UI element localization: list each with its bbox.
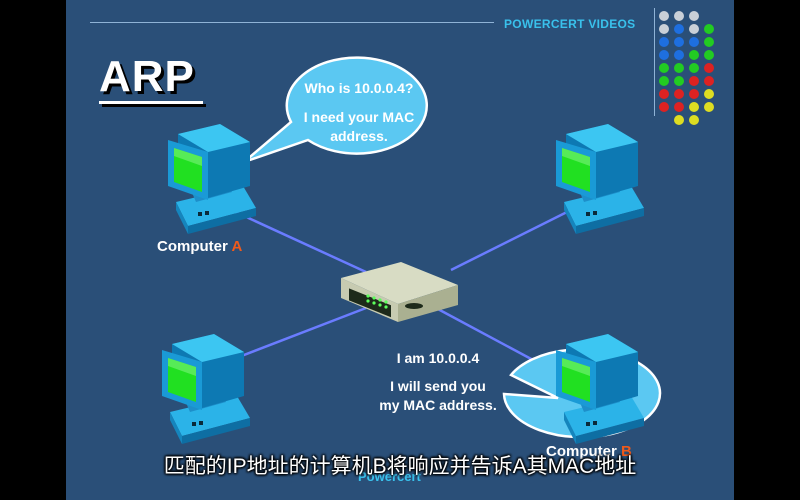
speech-bubble-a <box>243 56 428 164</box>
network-switch-icon <box>341 262 458 322</box>
decorative-dot <box>659 89 669 99</box>
decorative-dot <box>689 11 699 21</box>
switch-logo <box>405 303 423 309</box>
decorative-dot <box>704 50 714 60</box>
footer-brand: Powercert <box>358 469 421 484</box>
decorative-dot <box>674 63 684 73</box>
decorative-dot <box>704 24 714 34</box>
decorative-dot <box>689 50 699 60</box>
decorative-dot <box>689 24 699 34</box>
decorative-dot <box>704 76 714 86</box>
decorative-dot <box>674 24 684 34</box>
decorative-dot <box>689 63 699 73</box>
decorative-dot <box>659 102 669 112</box>
decorative-dot <box>704 102 714 112</box>
decorative-dot <box>659 63 669 73</box>
title-underline <box>99 101 203 104</box>
bubble-b-text: I am 10.0.0.4 I will send you my MAC add… <box>363 349 513 415</box>
bubble-b-line-1: I am 10.0.0.4 <box>396 350 480 366</box>
decorative-dot <box>689 102 699 112</box>
network-diagram <box>162 56 662 444</box>
computer-b-letter: B <box>621 443 632 460</box>
computer-a-label-text: Computer <box>157 238 232 255</box>
decorative-dot <box>674 37 684 47</box>
decorative-dot <box>689 76 699 86</box>
decorative-dot <box>659 50 669 60</box>
slide: POWERCERT VIDEOS AR <box>66 0 734 500</box>
decorative-dot <box>674 102 684 112</box>
slide-title: ARP <box>99 52 195 101</box>
bubble-a-line-3: address. <box>330 128 388 144</box>
bubble-a-line-1: Who is 10.0.0.4? <box>304 80 414 96</box>
computer-b-label: Computer B <box>546 443 632 460</box>
subtitle-caption: 匹配的IP地址的计算机B将响应并告诉A其MAC地址 <box>163 455 637 478</box>
computer-b-icon <box>556 334 644 444</box>
decorative-dot <box>674 76 684 86</box>
decorative-dot <box>659 11 669 21</box>
switch-leds <box>366 294 388 309</box>
computer-b-label-text: Computer <box>546 443 621 460</box>
decorative-dot <box>659 76 669 86</box>
header-rule <box>90 22 494 23</box>
decorative-dot <box>659 37 669 47</box>
computer-top-right-icon <box>556 124 644 234</box>
decorative-dot <box>689 115 699 125</box>
bubble-b-line-3: my MAC address. <box>379 397 497 413</box>
brand-text: POWERCERT VIDEOS <box>504 17 636 31</box>
computer-a-letter: A <box>231 238 243 255</box>
decorative-dot <box>689 89 699 99</box>
decorative-dot <box>674 11 684 21</box>
link-top-right <box>450 208 572 272</box>
link-bottom-left <box>230 306 367 362</box>
decorative-dot-grid <box>659 11 714 125</box>
decorative-dot <box>674 115 684 125</box>
decorative-dot <box>674 50 684 60</box>
computer-a-label: Computer A <box>157 238 242 255</box>
computer-bottom-left-icon <box>162 334 250 444</box>
decorative-dot <box>659 24 669 34</box>
bubble-a-text: Who is 10.0.0.4? I need your MAC address… <box>284 79 434 146</box>
decorative-dot <box>704 37 714 47</box>
decorative-dot <box>704 63 714 73</box>
decorative-dot <box>674 89 684 99</box>
bubble-b-line-2: I will send you <box>390 378 486 394</box>
bubble-a-line-2: I need your MAC <box>303 109 415 125</box>
computer-a-icon <box>168 124 256 234</box>
decorative-dot <box>704 89 714 99</box>
decorative-dot <box>689 37 699 47</box>
link-a <box>230 208 367 274</box>
vertical-rule <box>654 8 655 116</box>
